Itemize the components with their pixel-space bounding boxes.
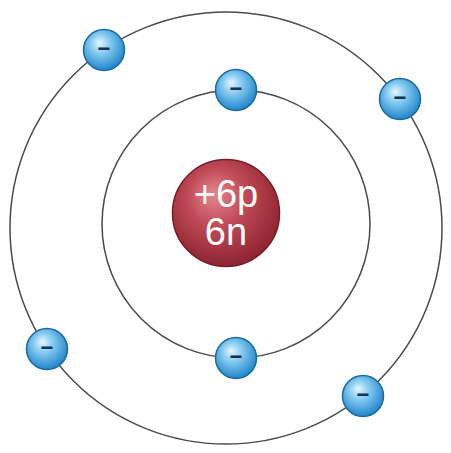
electron: − <box>214 68 258 112</box>
electron-charge: − <box>357 384 370 406</box>
electron-circle <box>27 329 68 370</box>
electron-charge: − <box>230 346 243 368</box>
electron: − <box>82 28 126 72</box>
outer-orbit <box>10 12 442 444</box>
nucleus-circle <box>173 160 280 267</box>
electron-circle <box>216 70 257 111</box>
electron: − <box>378 77 422 121</box>
electron: − <box>214 336 258 380</box>
node-texts: − <box>341 374 385 418</box>
nucleus-label: 6n <box>205 213 247 251</box>
electron-charge: − <box>41 337 54 359</box>
inner-orbit <box>102 90 370 358</box>
node-texts: − <box>25 327 69 371</box>
electron-circle <box>380 79 421 120</box>
nucleus: +6p6n <box>171 158 281 268</box>
electron-charge: − <box>230 78 243 100</box>
electron-circle <box>84 30 125 71</box>
electron-charge: − <box>394 87 407 109</box>
node-texts: − <box>82 28 126 72</box>
electron: − <box>341 374 385 418</box>
electron-circle <box>343 376 384 417</box>
node-texts: − <box>378 77 422 121</box>
node-texts: − <box>214 336 258 380</box>
node-texts: +6p6n <box>171 158 281 268</box>
electron-circle <box>216 338 257 379</box>
node-texts: − <box>214 68 258 112</box>
electron-charge: − <box>98 38 111 60</box>
nucleus-label: +6p <box>194 175 258 213</box>
electron: − <box>25 327 69 371</box>
